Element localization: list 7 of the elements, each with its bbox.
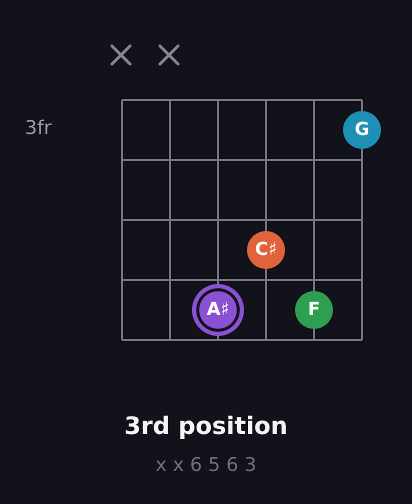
note-dot: G — [343, 111, 381, 149]
note-dot: C♯ — [247, 231, 285, 269]
title: 3rd position — [124, 413, 288, 441]
fingering-caption: x x 6 5 6 3 — [155, 455, 257, 477]
note-dot: F — [295, 291, 333, 329]
ringed-note-dot: A♯ — [192, 284, 244, 336]
fret-number-label: 3fr — [25, 118, 52, 140]
